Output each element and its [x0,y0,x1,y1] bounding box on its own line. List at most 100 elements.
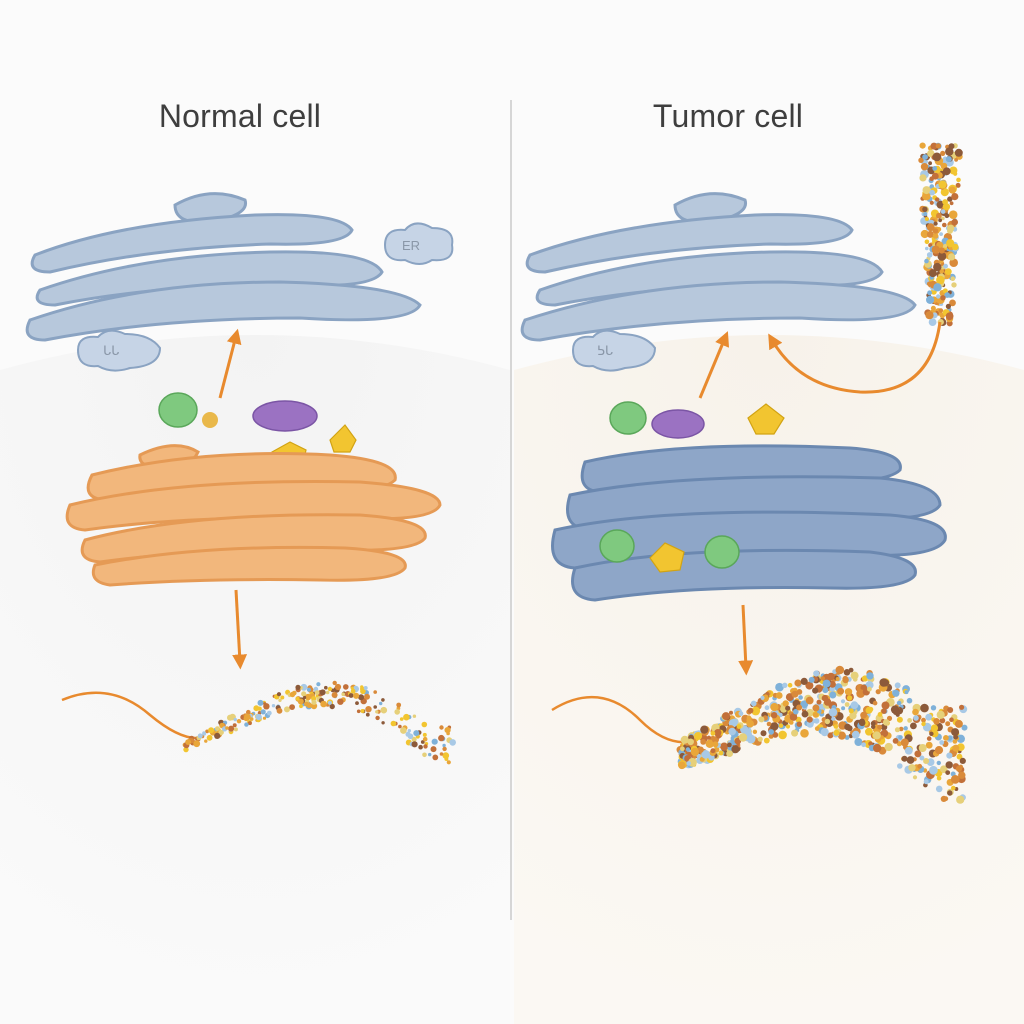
secreted-particle [854,738,863,746]
column-particle [924,239,930,245]
secreted-particle [360,709,365,713]
secreted-particle [923,779,929,785]
secreted-particle [327,700,332,705]
secreted-particle [407,729,411,733]
column-particle [926,281,932,286]
secreted-particle [921,721,926,727]
secreted-particle [923,758,930,764]
secreted-particle [850,671,859,680]
vesicle-green-tumor-2 [704,535,740,569]
column-particle [942,167,951,176]
secreted-particle [912,775,918,780]
secreted-particle [936,710,945,719]
small-cloud-right: ᕊᒐ [571,329,657,372]
er-cloud-left: ER [383,222,454,265]
arrow-up-left [218,328,242,399]
secreted-particle [952,739,958,744]
secreted-particle [678,761,686,770]
secreted-particle [865,727,873,736]
secreted-particle [257,699,264,706]
secreted-particle [903,726,908,731]
secreted-particle [341,692,346,696]
column-particle [943,263,948,269]
secreted-particle [936,760,941,766]
secreted-particle [861,742,866,748]
accumulated-cargo-column [918,142,963,327]
cargo-small-left [202,412,218,428]
secreted-particle [840,699,846,704]
secreted-particle [820,728,829,737]
secreted-particle [875,689,881,695]
column-particle [926,230,934,238]
secreted-particle [373,705,378,709]
secreted-particle [398,724,402,729]
secreted-particle [906,697,913,704]
secreted-particle [882,719,890,726]
secreted-particle [789,713,798,721]
column-particle [933,283,942,292]
secreted-particle [930,729,939,738]
secreted-particle [800,700,809,709]
secreted-particle [846,695,853,701]
secreted-particle [276,692,282,697]
secreted-particle [700,739,707,745]
column-particle [943,243,948,248]
secreted-particle [403,713,410,721]
column-particle [936,294,941,299]
secreted-particle [958,771,966,779]
secreted-particle [714,747,720,753]
secreted-particle [380,706,388,714]
secreted-particle [699,756,705,762]
vesicle-green-left [158,392,198,428]
column-particle [922,191,931,201]
secreted-particle [814,726,820,731]
secreted-particle [920,703,929,713]
secreted-particle [687,738,694,746]
column-particle [927,149,935,158]
column-particle [926,295,935,304]
secreted-particle [770,722,779,731]
secreted-particle [884,742,893,752]
secreted-particle [271,704,276,708]
secreted-particle [800,729,809,738]
secreted-particle [894,727,900,733]
secreted-particle [233,717,237,722]
secreted-particle [844,702,850,707]
secreted-particle [956,753,963,760]
secreted-particle [428,752,432,757]
secreted-particle [710,748,716,754]
secreted-particle [442,743,446,748]
column-particle [925,311,934,320]
secreted-particle [901,755,908,762]
secreted-particle [746,715,752,720]
secreted-particle [929,765,938,775]
secreted-particle [720,742,729,751]
secreted-particle [806,720,814,728]
secreted-particle [813,718,820,724]
secreted-particle [236,719,242,724]
secreted-particle [823,698,832,706]
column-particle [938,247,945,254]
secreted-particle [872,700,878,706]
secreted-particle [439,725,444,730]
secreted-particle [365,706,372,713]
secreted-particle [768,733,774,739]
secreted-particle [712,741,719,748]
secreted-particle [951,785,956,791]
secreted-particle [947,790,953,796]
secreted-particle [752,729,758,734]
secreted-particle [841,706,846,711]
secreted-particle [738,733,748,742]
secreted-particle [284,706,290,713]
column-particle [922,206,928,212]
secreted-particle [325,690,330,695]
arrow-up-right [698,331,730,399]
secretion-tail-left [61,691,201,740]
secreted-particle [355,701,359,705]
secreted-particle [324,685,328,690]
secreted-particle [373,690,378,694]
secreted-particle [844,688,853,696]
secreted-particle [334,683,342,691]
secreted-particle [694,732,703,740]
column-particle [928,243,933,248]
